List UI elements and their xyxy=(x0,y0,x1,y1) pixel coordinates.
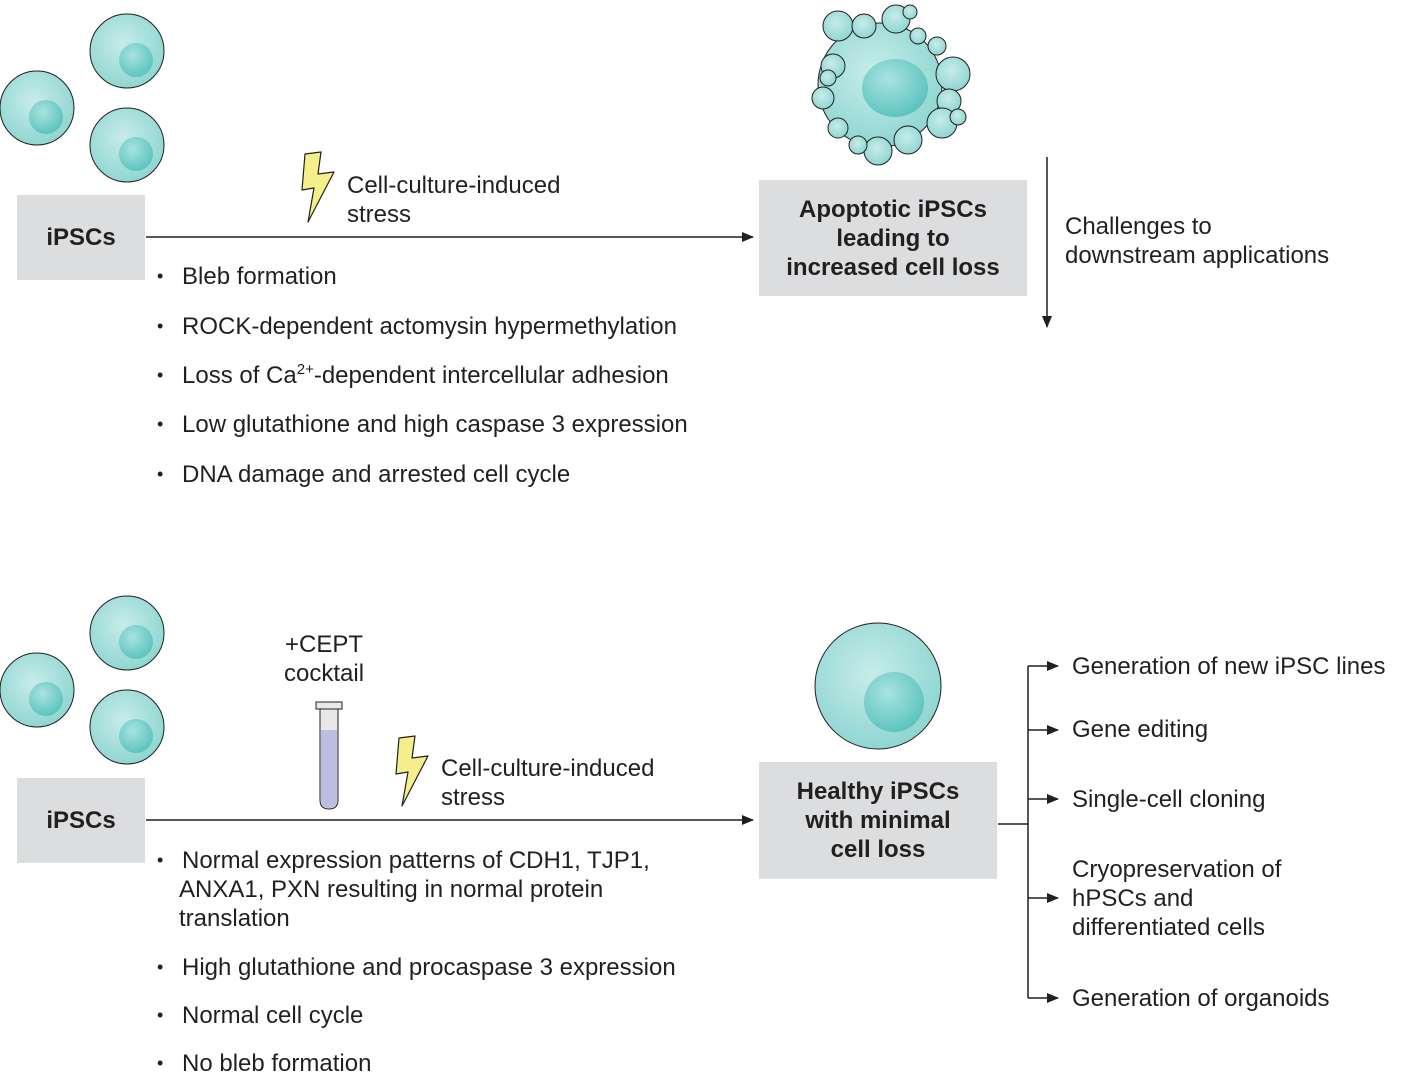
list-item: No bleb formation xyxy=(157,1049,676,1078)
cell-icon xyxy=(89,689,165,765)
list-item: Low glutathione and high caspase 3 expre… xyxy=(157,410,688,439)
stress-label-bottom: Cell-culture-induced stress xyxy=(441,754,654,812)
list-item: Normal expression patterns of CDH1, TJP1… xyxy=(157,846,676,933)
stress-label-line: Cell-culture-induced xyxy=(441,755,655,782)
cept-cocktail-label: +CEPT cocktail xyxy=(284,630,364,688)
result-line: Healthy iPSCs xyxy=(796,778,960,805)
stress-features-list: Bleb formation ROCK-dependent actomysin … xyxy=(157,262,688,489)
list-item: Single-cell cloning xyxy=(1072,786,1266,813)
result-line: Apoptotic iPSCs xyxy=(798,195,987,223)
ipscs-box-bottom: iPSCs xyxy=(17,778,145,863)
cept-features-list: Normal expression patterns of CDH1, TJP1… xyxy=(157,846,676,1078)
stress-label-top: Cell-culture-induced stress xyxy=(347,171,560,229)
treatment-line: cocktail xyxy=(284,660,365,687)
lightning-bolt-icon xyxy=(395,735,429,807)
result-line: cell loss xyxy=(830,836,926,863)
list-item: High glutathione and procaspase 3 expres… xyxy=(157,953,676,982)
cell-icon xyxy=(814,622,942,750)
result-line: leading to xyxy=(836,224,950,252)
ipscs-label: iPSCs xyxy=(46,807,116,834)
list-item: Gene editing xyxy=(1072,716,1209,743)
list-item: Normal cell cycle xyxy=(157,1001,676,1030)
result-line: with minimal xyxy=(805,807,951,834)
consequence-line: Challenges to xyxy=(1065,213,1212,240)
apoptotic-result-box: Apoptotic iPSCs leading to increased cel… xyxy=(759,180,1027,296)
stress-label-line: stress xyxy=(347,201,412,228)
consequence-line: downstream applications xyxy=(1065,242,1330,269)
list-item: Loss of Ca2+-dependent intercellular adh… xyxy=(157,361,688,390)
stress-label-line: Cell-culture-induced xyxy=(347,172,561,199)
list-item: Generation of new iPSC lines xyxy=(1072,653,1386,680)
list-item: Bleb formation xyxy=(157,262,688,291)
cell-icon xyxy=(89,13,165,89)
lightning-bolt-icon xyxy=(301,151,335,223)
list-item: Cryopreservation of hPSCs and differenti… xyxy=(1072,856,1282,941)
cell-icon xyxy=(89,595,165,671)
list-item: ROCK-dependent actomysin hypermethylatio… xyxy=(157,312,688,341)
result-line: increased cell loss xyxy=(786,253,1000,281)
ipscs-label: iPSCs xyxy=(46,224,116,251)
apoptotic-cell-icon xyxy=(811,4,971,166)
healthy-result-box: Healthy iPSCs with minimal cell loss xyxy=(759,762,997,879)
stress-label-line: stress xyxy=(441,784,506,811)
cell-icon xyxy=(0,70,75,146)
list-item: DNA damage and arrested cell cycle xyxy=(157,460,688,489)
list-item: Generation of organoids xyxy=(1072,985,1330,1012)
applications-bracket xyxy=(998,661,1059,1003)
ipscs-box-top: iPSCs xyxy=(17,195,145,280)
test-tube-icon xyxy=(315,701,343,810)
cell-icon xyxy=(0,652,75,728)
consequence-label: Challenges to downstream applications xyxy=(1065,212,1329,270)
cell-icon xyxy=(89,107,165,183)
treatment-line: +CEPT xyxy=(285,631,364,658)
